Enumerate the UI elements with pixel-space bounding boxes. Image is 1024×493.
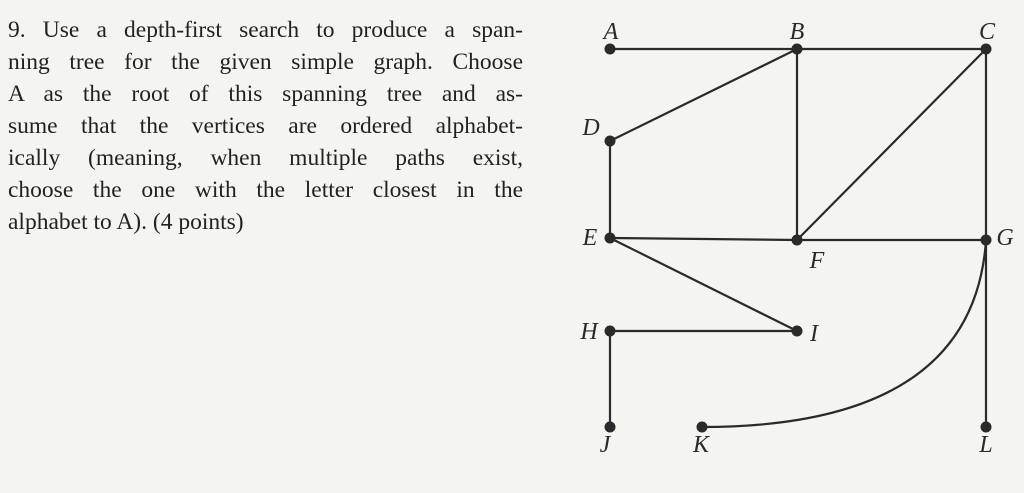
vertex-a [604, 43, 616, 55]
vertex-label-i: I [809, 321, 819, 347]
vertex-j [604, 421, 616, 433]
question-line-1: 9. Use a depth-first search to produce a… [8, 17, 523, 43]
question-line-4: sume that the vertices are ordered alpha… [8, 113, 523, 139]
vertex-c [980, 43, 992, 55]
vertex-d [604, 135, 616, 147]
vertex-label-h: H [579, 319, 599, 345]
vertex-label-c: C [979, 19, 996, 45]
edge-e-f [609, 236, 798, 242]
graph-edges [608, 47, 988, 429]
edge-c-f [796, 48, 987, 241]
vertex-f [791, 234, 803, 246]
vertex-e [604, 232, 616, 244]
vertex-label-b: B [790, 19, 805, 45]
vertex-label-j: J [600, 432, 612, 458]
vertex-label-e: E [582, 225, 598, 251]
vertex-label-d: D [581, 115, 599, 141]
edge-e-i [609, 237, 798, 332]
question-line-6: choose the one with the letter closest i… [8, 177, 523, 203]
vertex-k [696, 421, 708, 433]
question-line-5: ically (meaning, when multiple paths exi… [8, 145, 523, 171]
question-text: 9. Use a depth-first search to produce a… [8, 14, 523, 238]
vertex-l [980, 421, 992, 433]
graph-vertex-labels: A B C D E F G H I J K L [579, 19, 1013, 458]
vertex-label-k: K [692, 432, 711, 458]
edge-g-k [701, 239, 988, 429]
vertex-label-f: F [809, 248, 825, 274]
vertex-label-l: L [978, 432, 992, 458]
graph-vertices [604, 43, 992, 433]
question-line-7: alphabet to A). (4 points) [8, 209, 244, 235]
edge-b-d [609, 48, 798, 142]
question-line-3: A as the root of this spanning tree and … [8, 81, 523, 107]
vertex-h [604, 325, 616, 337]
vertex-label-a: A [602, 19, 619, 45]
vertex-b [791, 43, 803, 55]
question-line-2: ning tree for the given simple graph. Ch… [8, 49, 523, 75]
vertex-label-g: G [996, 225, 1013, 251]
vertex-i [791, 325, 803, 337]
vertex-g [980, 234, 992, 246]
